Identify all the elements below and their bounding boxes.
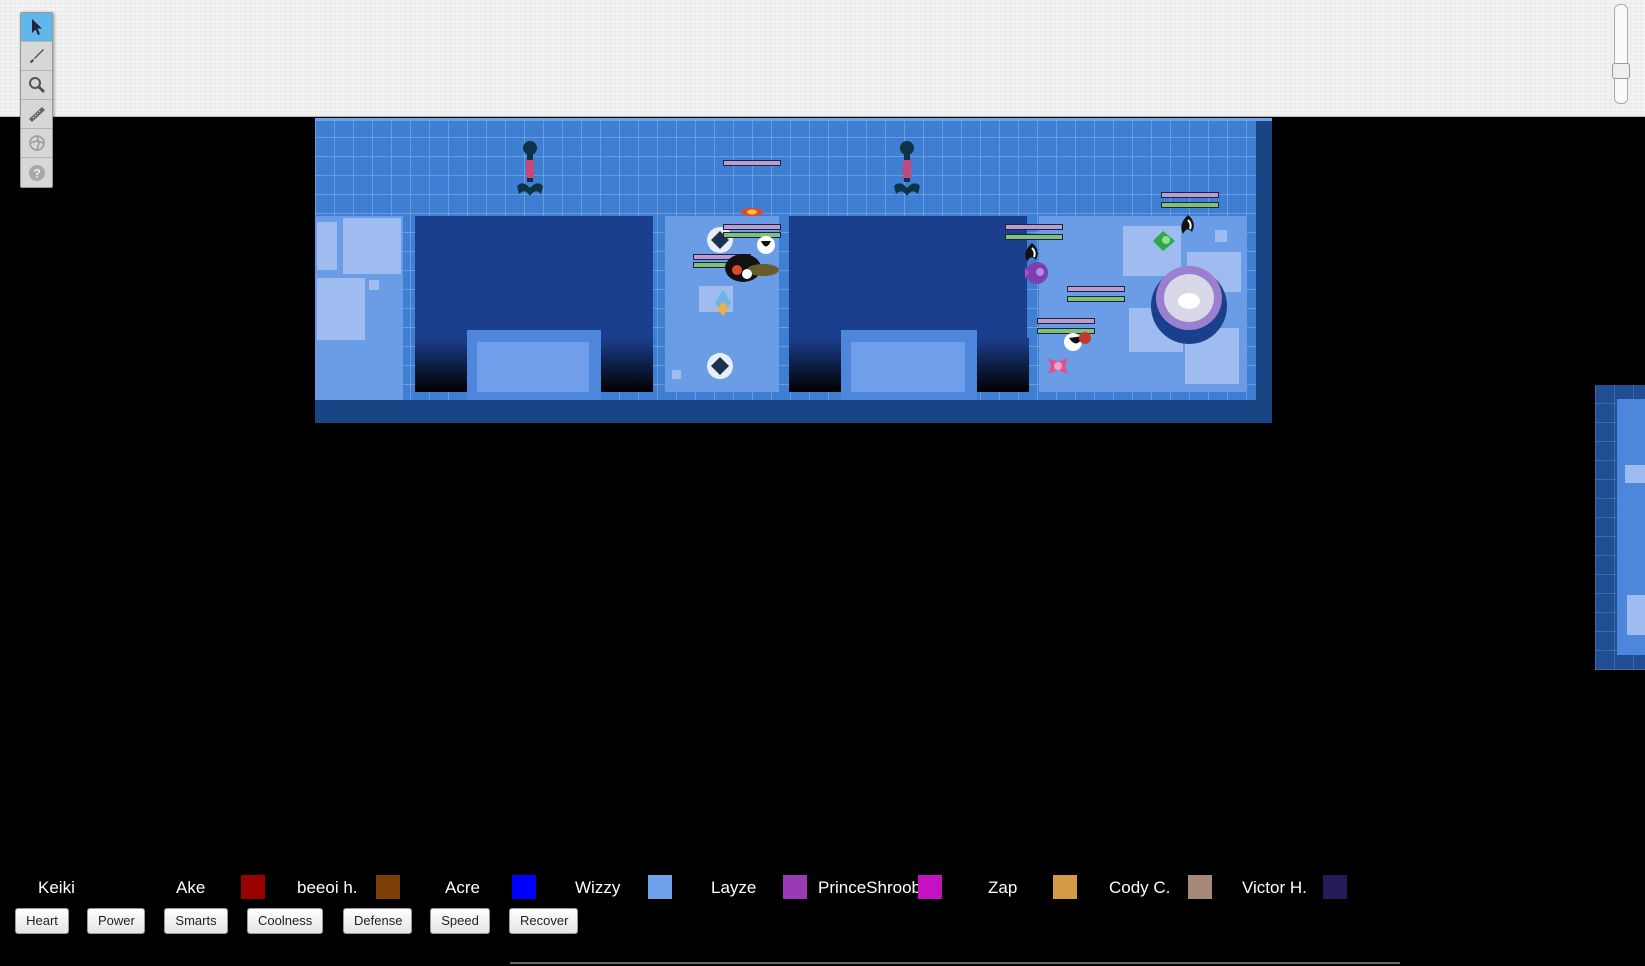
player-color-swatch xyxy=(1323,875,1347,899)
magnifier-icon xyxy=(28,77,45,94)
zoom-slider-handle[interactable] xyxy=(1612,63,1630,79)
floor-tile xyxy=(343,218,401,274)
pit-shadow xyxy=(977,338,1029,392)
ruler-icon xyxy=(28,107,45,122)
character-token[interactable] xyxy=(1149,226,1179,256)
character-token[interactable] xyxy=(1019,240,1045,266)
smarts-button[interactable]: Smarts xyxy=(164,908,228,934)
stat-buttons: Heart Power Smarts Coolness Defense Spee… xyxy=(0,908,1645,938)
floor-tile xyxy=(672,370,681,379)
pit-shadow xyxy=(601,338,653,392)
map-bottom-wall xyxy=(315,400,1272,423)
zoom-slider[interactable] xyxy=(1612,4,1630,104)
character-token[interactable] xyxy=(719,248,781,288)
floor-tile xyxy=(1625,465,1645,483)
health-bar xyxy=(1037,318,1095,324)
health-bar xyxy=(723,160,781,166)
character-token[interactable] xyxy=(1045,354,1071,376)
draw-tool-button[interactable] xyxy=(21,42,52,71)
pit-shadow xyxy=(415,338,467,392)
player-color-swatch xyxy=(918,875,942,899)
floor-tile xyxy=(317,278,365,340)
diamond-marker[interactable] xyxy=(706,352,734,380)
health-bar xyxy=(723,224,781,230)
coolness-button[interactable]: Coolness xyxy=(247,908,323,934)
health-bar xyxy=(1161,192,1219,198)
raised-platform-top xyxy=(851,342,965,392)
player-legend: Keiki Ake beeoi h. Acre Wizzy Layze Prin… xyxy=(0,872,1645,902)
stamina-bar xyxy=(1161,202,1219,208)
player-name-zap: Zap xyxy=(988,878,1018,897)
player-name-keiki: Keiki xyxy=(38,878,75,897)
floor-tile xyxy=(317,222,337,270)
question-icon: ? xyxy=(28,164,45,181)
player-color-swatch xyxy=(1053,875,1077,899)
pit-shadow xyxy=(789,338,841,392)
health-bar xyxy=(1067,286,1125,292)
recover-button[interactable]: Recover xyxy=(509,908,578,934)
aperture-icon xyxy=(28,135,45,151)
power-button[interactable]: Power xyxy=(87,908,145,934)
map-right-wall xyxy=(1256,118,1272,423)
stamina-bar xyxy=(1005,234,1063,240)
player-name-cody: Cody C. xyxy=(1109,878,1171,897)
health-bar xyxy=(1005,224,1063,230)
player-color-swatch xyxy=(512,875,536,899)
player-name-princeshroob: PrinceShroob xyxy=(818,878,922,897)
map-top-lip xyxy=(315,118,1272,121)
top-toolbar: ? xyxy=(0,0,1645,188)
player-color-swatch xyxy=(376,875,400,899)
arrow-pointer-icon xyxy=(31,19,42,35)
svg-text:?: ? xyxy=(33,166,40,180)
bottom-divider xyxy=(510,962,1400,964)
character-token[interactable] xyxy=(1021,258,1051,288)
stamina-bar xyxy=(723,232,781,238)
portal xyxy=(1151,266,1227,344)
player-name-layze: Layze xyxy=(711,878,757,897)
fog-tool-button[interactable] xyxy=(21,129,52,158)
measure-tool-button[interactable] xyxy=(21,100,52,129)
stamina-bar xyxy=(1067,296,1125,302)
defense-button[interactable]: Defense xyxy=(343,908,412,934)
raised-platform-top xyxy=(477,342,589,392)
character-token[interactable] xyxy=(711,288,735,318)
zoom-tool-button[interactable] xyxy=(21,71,52,100)
floor-tile xyxy=(369,280,379,290)
heart-button[interactable]: Heart xyxy=(15,908,69,934)
character-token[interactable] xyxy=(1175,212,1201,238)
character-token[interactable] xyxy=(1061,326,1093,354)
floor-tile xyxy=(1627,595,1645,635)
player-name-acre: Acre xyxy=(445,878,480,897)
secondary-map-region[interactable] xyxy=(1595,385,1645,670)
player-color-swatch xyxy=(1188,875,1212,899)
game-map[interactable] xyxy=(315,118,1272,423)
statue xyxy=(894,141,920,196)
character-token[interactable] xyxy=(755,234,777,256)
floor-tile xyxy=(1215,230,1227,242)
player-color-swatch xyxy=(783,875,807,899)
statue xyxy=(517,141,543,196)
player-color-swatch xyxy=(648,875,672,899)
player-name-victor: Victor H. xyxy=(1242,878,1307,897)
select-tool-button[interactable] xyxy=(21,13,52,42)
player-name-wizzy: Wizzy xyxy=(575,878,621,897)
floor-tile xyxy=(1123,226,1181,276)
stamina-bar xyxy=(1037,328,1095,334)
speed-button[interactable]: Speed xyxy=(430,908,490,934)
help-tool-button[interactable]: ? xyxy=(21,158,52,187)
player-color-swatch xyxy=(241,875,265,899)
player-name-beeoi: beeoi h. xyxy=(297,878,358,897)
player-name-ake: Ake xyxy=(176,878,206,897)
brush-icon xyxy=(29,49,44,63)
character-token[interactable] xyxy=(739,206,765,218)
tool-palette: ? xyxy=(20,12,53,188)
